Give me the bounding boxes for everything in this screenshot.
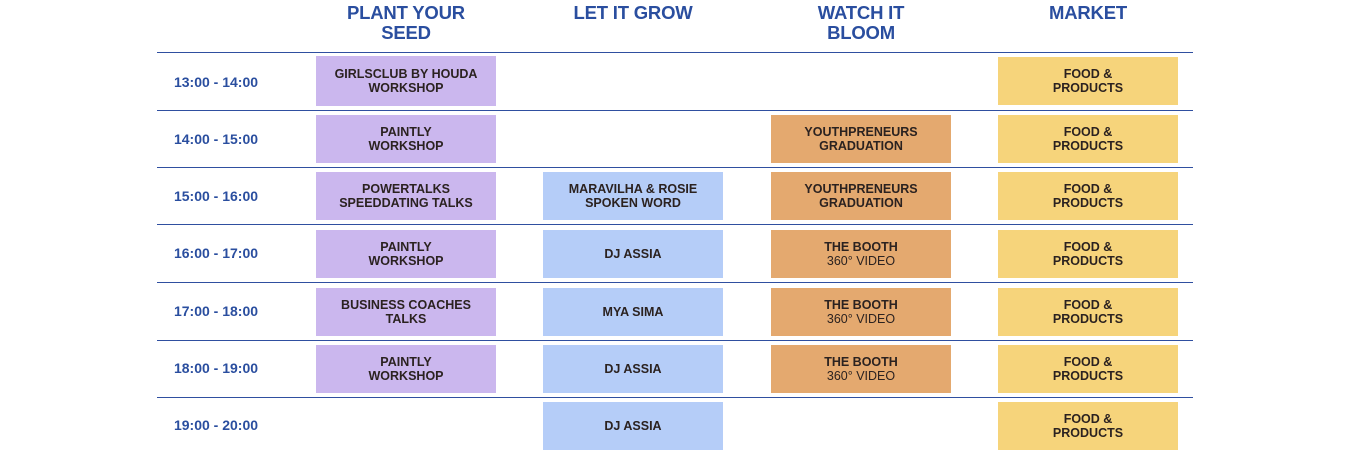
column-heading-line: PLANT YOUR <box>347 2 465 23</box>
event-subtitle: SPOKEN WORD <box>585 196 681 210</box>
event-cell-girlsclub-workshop: GIRLSCLUB BY HOUDA WORKSHOP <box>316 56 496 106</box>
event-title: BUSINESS COACHES <box>341 298 471 312</box>
event-title: MARAVILHA & ROSIE <box>568 182 698 196</box>
event-title: PAINTLY <box>380 240 432 254</box>
event-title: YOUTHPRENEURS <box>804 125 918 139</box>
time-slot-label: 15:00 - 16:00 <box>173 188 259 204</box>
time-slot-label: 14:00 - 15:00 <box>173 131 259 147</box>
event-title: GIRLSCLUB BY HOUDA <box>334 67 478 81</box>
row-divider <box>157 397 1193 398</box>
event-title: FOOD & <box>1063 355 1113 369</box>
event-subtitle: WORKSHOP <box>368 369 444 383</box>
event-subtitle: PRODUCTS <box>1052 254 1124 268</box>
event-cell-paintly-workshop: PAINTLY WORKSHOP <box>316 230 496 278</box>
column-heading-let-it-grow: LET IT GROW <box>543 3 723 23</box>
event-cell-paintly-workshop: PAINTLY WORKSHOP <box>316 115 496 163</box>
row-divider <box>157 340 1193 341</box>
row-divider <box>157 167 1193 168</box>
event-cell-food-products: FOOD & PRODUCTS <box>998 288 1178 336</box>
time-slot-label: 13:00 - 14:00 <box>173 74 259 90</box>
event-subtitle: SPEEDDATING TALKS <box>339 196 473 210</box>
event-cell-food-products: FOOD & PRODUCTS <box>998 402 1178 450</box>
event-title: THE BOOTH <box>824 355 898 369</box>
column-heading-line: SEED <box>381 22 431 43</box>
row-divider <box>157 282 1193 283</box>
event-subtitle: GRADUATION <box>819 196 903 210</box>
event-title: MYA SIMA <box>602 305 664 319</box>
column-heading-line: MARKET <box>1049 2 1127 23</box>
column-heading-plant-your-seed: PLANT YOUR SEED <box>316 3 496 43</box>
event-cell-food-products: FOOD & PRODUCTS <box>998 345 1178 393</box>
column-heading-line: WATCH IT <box>817 2 905 23</box>
event-subtitle: PRODUCTS <box>1052 81 1124 95</box>
event-subtitle: PRODUCTS <box>1052 312 1124 326</box>
event-title: FOOD & <box>1063 182 1113 196</box>
event-subtitle: PRODUCTS <box>1052 196 1124 210</box>
event-cell-food-products: FOOD & PRODUCTS <box>998 57 1178 105</box>
event-cell-food-products: FOOD & PRODUCTS <box>998 172 1178 220</box>
column-heading-market: MARKET <box>998 3 1178 23</box>
event-cell-youthpreneurs-graduation: YOUTHPRENEURS GRADUATION <box>771 115 951 163</box>
event-cell-dj-assia: DJ ASSIA <box>543 345 723 393</box>
column-heading-line: BLOOM <box>827 22 895 43</box>
event-cell-dj-assia: DJ ASSIA <box>543 402 723 450</box>
event-cell-powertalks: POWERTALKS SPEEDDATING TALKS <box>316 172 496 220</box>
time-slot-label: 16:00 - 17:00 <box>173 245 259 261</box>
event-subtitle: WORKSHOP <box>368 139 444 153</box>
row-divider <box>157 224 1193 225</box>
event-cell-maravilha-rosie: MARAVILHA & ROSIE SPOKEN WORD <box>543 172 723 220</box>
event-title: DJ ASSIA <box>604 419 662 433</box>
event-cell-the-booth: THE BOOTH 360° VIDEO <box>771 288 951 336</box>
event-title: PAINTLY <box>380 355 432 369</box>
event-subtitle: 360° VIDEO <box>826 312 896 326</box>
event-subtitle: PRODUCTS <box>1052 139 1124 153</box>
column-heading-line: LET IT GROW <box>573 2 693 23</box>
row-divider <box>157 52 1193 53</box>
event-title: FOOD & <box>1063 67 1113 81</box>
event-title: PAINTLY <box>380 125 432 139</box>
event-title: FOOD & <box>1063 298 1113 312</box>
event-title: FOOD & <box>1063 240 1113 254</box>
event-title: FOOD & <box>1063 125 1113 139</box>
event-cell-mya-sima: MYA SIMA <box>543 288 723 336</box>
event-cell-the-booth: THE BOOTH 360° VIDEO <box>771 230 951 278</box>
event-cell-food-products: FOOD & PRODUCTS <box>998 115 1178 163</box>
event-subtitle: PRODUCTS <box>1052 369 1124 383</box>
event-cell-the-booth: THE BOOTH 360° VIDEO <box>771 345 951 393</box>
event-subtitle: 360° VIDEO <box>826 254 896 268</box>
event-subtitle: WORKSHOP <box>368 81 444 95</box>
event-title: DJ ASSIA <box>604 247 662 261</box>
event-title: DJ ASSIA <box>604 362 662 376</box>
event-cell-youthpreneurs-graduation: YOUTHPRENEURS GRADUATION <box>771 172 951 220</box>
event-subtitle: TALKS <box>385 312 427 326</box>
event-cell-paintly-workshop: PAINTLY WORKSHOP <box>316 345 496 393</box>
event-title: POWERTALKS <box>362 182 450 196</box>
event-title: YOUTHPRENEURS <box>804 182 918 196</box>
event-subtitle: PRODUCTS <box>1052 426 1124 440</box>
event-cell-dj-assia: DJ ASSIA <box>543 230 723 278</box>
time-slot-label: 19:00 - 20:00 <box>173 417 259 433</box>
event-title: THE BOOTH <box>824 240 898 254</box>
event-title: THE BOOTH <box>824 298 898 312</box>
event-subtitle: WORKSHOP <box>368 254 444 268</box>
event-subtitle: GRADUATION <box>819 139 903 153</box>
event-title: FOOD & <box>1063 412 1113 426</box>
row-divider <box>157 110 1193 111</box>
time-slot-label: 18:00 - 19:00 <box>173 360 259 376</box>
event-cell-food-products: FOOD & PRODUCTS <box>998 230 1178 278</box>
event-subtitle: 360° VIDEO <box>826 369 896 383</box>
column-heading-watch-it-bloom: WATCH IT BLOOM <box>771 3 951 43</box>
time-slot-label: 17:00 - 18:00 <box>173 303 259 319</box>
event-cell-business-coaches: BUSINESS COACHES TALKS <box>316 288 496 336</box>
